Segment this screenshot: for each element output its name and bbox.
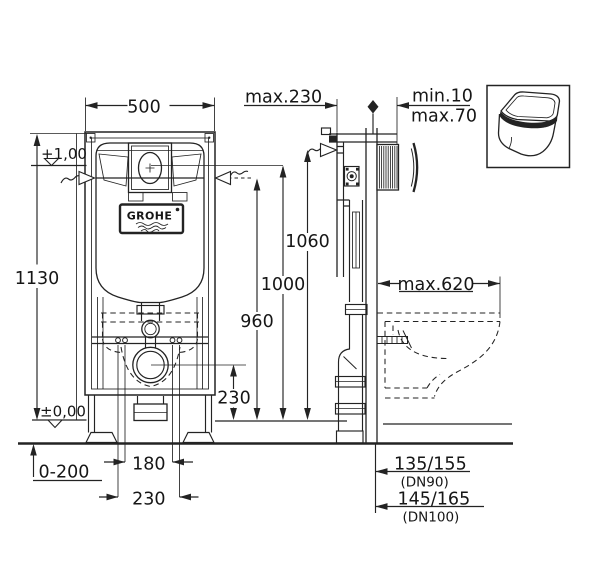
side-view-frame bbox=[306, 127, 419, 444]
toilet-icon bbox=[486, 84, 571, 169]
brand-label: GROHE bbox=[127, 210, 173, 223]
dim-drain-dn90-label: (DN90) bbox=[401, 475, 449, 491]
dim-bolt-spacing: 180 bbox=[132, 455, 165, 475]
dim-outlet-height: 230 bbox=[217, 389, 250, 409]
flush-valve-opening bbox=[137, 151, 163, 185]
dim-wall-finish-min: min.10 bbox=[412, 87, 473, 107]
wavy-arrow-right bbox=[229, 170, 249, 176]
height-dimensions: 960 1000 1060 230 bbox=[151, 150, 347, 422]
dim-frame-depth: max.230 bbox=[245, 88, 322, 108]
fixing-bracket-side bbox=[343, 165, 360, 187]
dim-anchor-spacing: 230 bbox=[132, 490, 165, 510]
dim-frame-width: 500 bbox=[127, 98, 160, 118]
level-floor: ±0,00 bbox=[40, 403, 86, 421]
dim-drain-dn90: 135/155 bbox=[394, 455, 467, 475]
foot-right bbox=[182, 431, 215, 444]
top-dimensions: 500 max.230 min.10 max.70 bbox=[85, 87, 477, 144]
front-view-frame: GROHE bbox=[84, 131, 216, 444]
bottom-dimensions: 180 230 bbox=[99, 345, 199, 510]
brand-plate: GROHE bbox=[118, 203, 185, 235]
dim-actuator-height: 1060 bbox=[285, 232, 330, 252]
wavy-arrow-left bbox=[60, 175, 81, 184]
left-dimensions: 1130 +1,00 ±0,00 0-200 bbox=[15, 133, 102, 483]
inlet-fitting bbox=[141, 319, 160, 339]
foot-left bbox=[85, 431, 118, 444]
fixing-rod bbox=[376, 330, 412, 349]
frame-rail-side bbox=[365, 128, 378, 444]
registered-mark-dot bbox=[175, 207, 180, 212]
actuator-housing bbox=[376, 143, 400, 191]
toilet-seat-band bbox=[499, 111, 558, 129]
dim-bowl-projection: max.620 bbox=[397, 275, 474, 295]
dim-drain-dn100-label: (DN100) bbox=[403, 510, 460, 526]
dim-wall-finish-max: max.70 bbox=[411, 107, 477, 127]
dim-frame-height: 1130 bbox=[15, 269, 60, 289]
wavy-arrow-side bbox=[306, 147, 322, 154]
bowl-outline-side bbox=[377, 312, 501, 399]
side-dimensions: max.620 135/155 (DN90) 145/165 (DN100) bbox=[374, 275, 512, 526]
push-plate bbox=[412, 142, 419, 193]
bowl-outline-front bbox=[101, 312, 199, 388]
anchor-diamond-marker bbox=[367, 100, 379, 114]
dim-drain-dn100: 145/165 bbox=[398, 490, 471, 510]
dim-flush-center-height: 1000 bbox=[261, 275, 306, 295]
dim-floor-adjust: 0-200 bbox=[39, 463, 90, 483]
dim-water-level-height: 960 bbox=[240, 312, 273, 332]
